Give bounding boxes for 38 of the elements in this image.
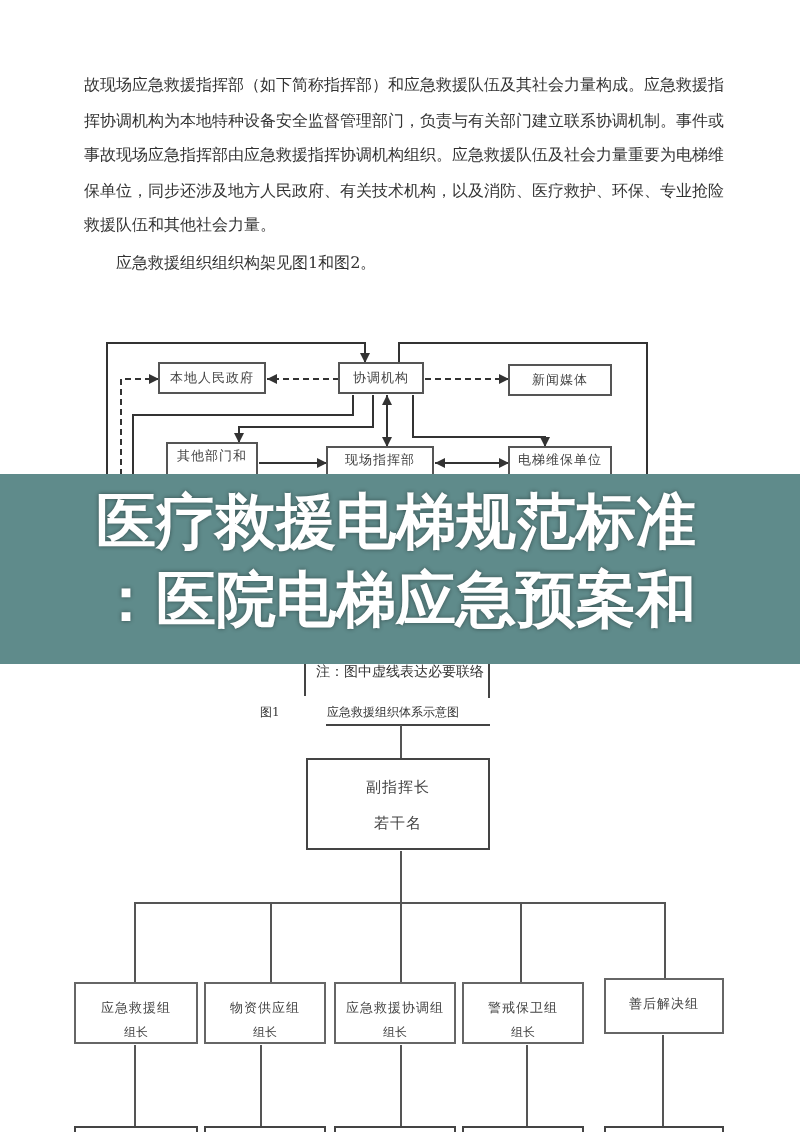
title-text: 医疗救援电梯规范标准：医院电梯应急预案和 bbox=[96, 486, 698, 640]
org-box bbox=[338, 362, 424, 394]
org-box bbox=[334, 982, 456, 1044]
dashed-arrow bbox=[120, 374, 160, 476]
connector-arrow bbox=[434, 458, 510, 468]
org-box bbox=[74, 982, 198, 1044]
connector-line bbox=[400, 850, 666, 980]
org-box bbox=[204, 1126, 326, 1132]
dashed-arrow bbox=[266, 374, 340, 384]
connector-line bbox=[400, 724, 402, 760]
org-box bbox=[204, 982, 326, 1044]
dashed-arrow bbox=[424, 374, 510, 384]
org-box bbox=[334, 1126, 456, 1132]
connector-line bbox=[260, 1044, 262, 1128]
org-box bbox=[158, 362, 266, 394]
org-box bbox=[166, 442, 258, 474]
connector-line bbox=[526, 1044, 528, 1128]
org-box bbox=[462, 1126, 584, 1132]
connector-arrow bbox=[382, 394, 392, 448]
connector-arrow bbox=[106, 342, 370, 476]
org-box bbox=[508, 446, 612, 474]
connector-arrow bbox=[412, 394, 550, 448]
connector-arrow bbox=[258, 458, 328, 468]
connector-line bbox=[662, 1034, 664, 1128]
body-text: 故现场应急救援指挥部（如下简称指挥部）和应急救援队伍及其社会力量构成。应急救援指挥协调机构为本地特种设备安全监督管理部门，负责与有关部门建立联系协调机制。事件或事故现场应急指挥部由应急救援指挥协调机构组织。应急救援队伍及社会力量重要为电梯维保单位，同步还涉及地方人民政府、有关技术机构，以及消防、医疗救护、环保、专业抢险救援队伍和其他社会力量。 bbox=[84, 74, 726, 239]
connector-line bbox=[400, 1044, 402, 1128]
org-box bbox=[306, 758, 490, 850]
org-box bbox=[462, 982, 584, 1044]
connector-line bbox=[398, 342, 648, 476]
org-box bbox=[508, 364, 612, 396]
body-text: 应急救援组织组织构架见图1和图2。 bbox=[116, 252, 379, 276]
org-box bbox=[74, 1126, 198, 1132]
org-box bbox=[326, 446, 434, 474]
org-box bbox=[604, 1126, 724, 1132]
org-box bbox=[604, 978, 724, 1034]
connector-line bbox=[132, 394, 354, 476]
connector-arrow bbox=[234, 394, 374, 444]
connector-line bbox=[134, 1044, 136, 1128]
